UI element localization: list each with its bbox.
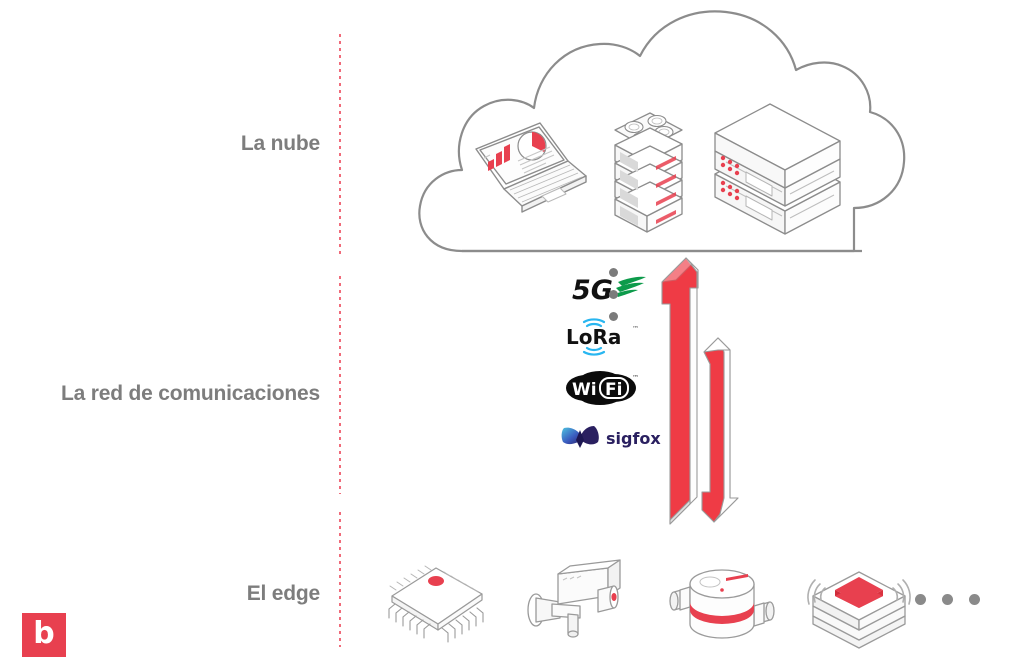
- water-meter-label-strip: [726, 574, 748, 581]
- sigfox-logo: sigfox: [561, 426, 661, 448]
- 5g-signal-arcs: [615, 276, 646, 297]
- protocol-wifi[interactable]: Wi Fi ™: [560, 368, 670, 406]
- edge-more-ellipsis: [915, 594, 995, 608]
- cloud-svg: [418, 10, 906, 253]
- microchip-led: [428, 576, 444, 586]
- water-meter-dial: [699, 576, 721, 588]
- cloud-layer-illustration: [410, 6, 910, 256]
- edge-layer-illustration: [370, 550, 990, 660]
- uplink-arrow: [661, 257, 699, 525]
- sigfox-logo-text: sigfox: [606, 429, 661, 448]
- lora-radio-waves: [582, 318, 606, 356]
- lora-logo: LoRa ™: [566, 318, 639, 356]
- wifi-fi-outline: [599, 377, 629, 399]
- sigfox-butterfly-mark: [561, 426, 599, 448]
- sensor-signal-right: [892, 579, 911, 605]
- wifi-logo: Wi Fi ™: [566, 371, 639, 405]
- server-stack-icon: [614, 112, 683, 233]
- protocol-5g[interactable]: 5G: [560, 268, 670, 306]
- 5g-logo-text: 5G: [572, 275, 613, 306]
- wifi-logo-text-fi: Fi: [605, 380, 622, 400]
- data-center-rack-icon: [714, 103, 841, 235]
- water-meter-icon: [660, 550, 790, 660]
- divider-dotted-network: [339, 276, 341, 494]
- sensor-signal-left: [807, 579, 826, 605]
- divider-dotted-cloud: [339, 34, 341, 256]
- 5g-logo: 5G: [572, 275, 646, 306]
- water-meter-red-band: [690, 602, 754, 624]
- ellipsis-dot: [609, 290, 618, 299]
- protocol-logo-stack: 5G LoRa ™: [560, 268, 670, 528]
- sensor-red-module: [835, 577, 883, 608]
- arrows-svg: [661, 257, 739, 525]
- protocol-more-ellipsis: [560, 268, 670, 332]
- brand-logo-letter: b: [33, 616, 55, 651]
- protocol-sigfox[interactable]: sigfox: [560, 418, 670, 456]
- wireless-sensor-svg: [807, 571, 911, 649]
- layer-label-edge: El edge: [246, 582, 320, 605]
- security-camera-icon: [520, 550, 650, 660]
- divider-dotted-edge: [339, 512, 341, 647]
- protocol-lora[interactable]: LoRa ™: [560, 316, 670, 356]
- lora-logo-text: LoRa: [566, 325, 621, 349]
- ellipsis-dot: [609, 268, 618, 277]
- ellipsis-dot: [969, 594, 980, 605]
- wireless-sensor-icon: [795, 550, 925, 660]
- microchip-icon: [370, 550, 500, 660]
- downlink-arrow: [701, 337, 739, 523]
- water-meter-svg: [669, 569, 775, 639]
- ellipsis-dot: [915, 594, 926, 605]
- wifi-logo-text: Wi: [572, 380, 597, 400]
- lora-trademark: ™: [632, 325, 639, 333]
- layer-label-cloud: La nube: [240, 132, 320, 155]
- camera-svg: [527, 559, 621, 638]
- layer-label-network: La red de comunicaciones: [61, 382, 320, 405]
- wifi-trademark: ™: [632, 374, 639, 382]
- layer-label-column: La nube La red de comunicaciones El edge: [0, 0, 320, 672]
- camera-lens-led: [611, 593, 617, 601]
- brand-logo: b: [22, 613, 66, 657]
- water-meter-led: [720, 588, 724, 592]
- microchip-svg: [388, 565, 484, 643]
- ellipsis-dot: [942, 594, 953, 605]
- ellipsis-dot: [609, 312, 618, 321]
- data-flow-arrows: [648, 252, 748, 544]
- laptop-chart-content: [483, 131, 555, 174]
